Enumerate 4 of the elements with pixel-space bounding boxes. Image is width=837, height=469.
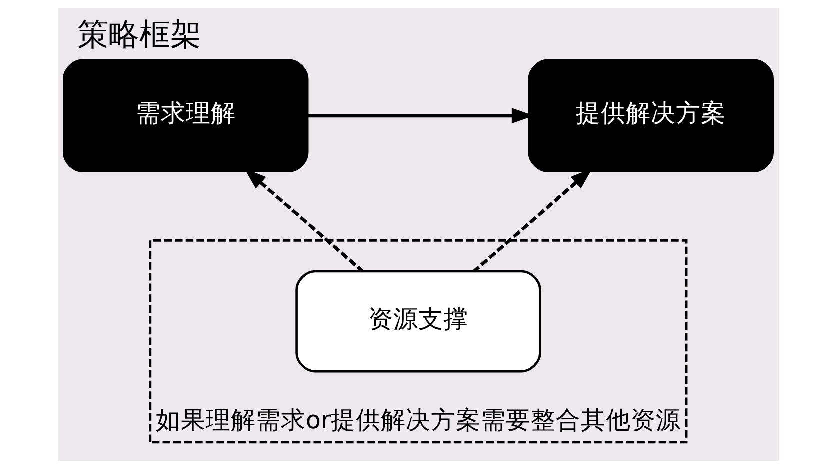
node-box: 提供解决方案 (528, 59, 774, 172)
node-box: 需求理解 (63, 59, 309, 172)
diagram-title: 策略框架 (78, 17, 202, 54)
node-box: 资源支撑 (296, 270, 542, 373)
